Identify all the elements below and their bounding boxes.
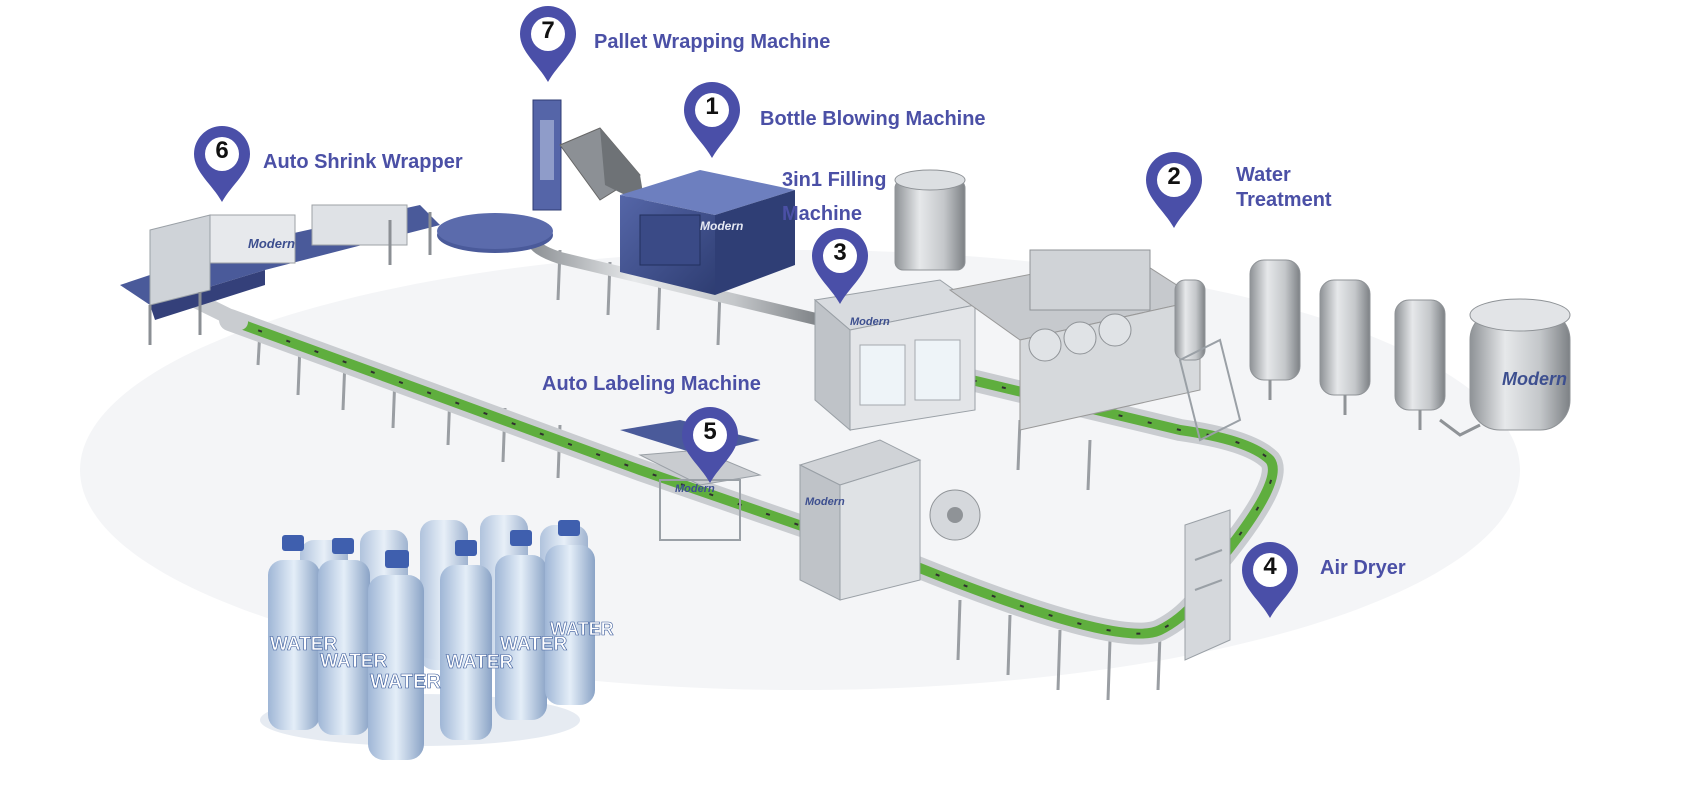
pin-number: 5 xyxy=(703,418,717,445)
pin-number: 3 xyxy=(833,239,847,266)
bottle-row-front xyxy=(268,545,595,760)
pin-number: 1 xyxy=(705,93,719,120)
svg-text:WATER: WATER xyxy=(270,634,337,655)
pin-number: 4 xyxy=(1263,553,1277,580)
bottle-labels: WATER WATER WATER WATER WATER WATER xyxy=(270,619,614,694)
label-water-treatment-line2: Treatment xyxy=(1236,189,1332,211)
pin-station-7: 7 xyxy=(518,4,578,84)
water-bottle-pack: WATER WATER WATER WATER WATER WATER xyxy=(260,515,614,760)
air-dryer-machine xyxy=(1184,509,1231,661)
label-pallet-wrapping-machine: Pallet Wrapping Machine xyxy=(594,31,831,53)
water-treatment-equipment: Modern xyxy=(948,249,1571,442)
brand-logo: Modern xyxy=(805,496,845,508)
label-water-treatment-line1: Water xyxy=(1236,164,1291,186)
pin-station-6: 6 xyxy=(192,124,252,204)
pin-number: 6 xyxy=(215,137,229,164)
label-air-dryer: Air Dryer xyxy=(1320,557,1406,579)
bottle-blowing-machine: Modern xyxy=(620,170,795,295)
brand-logo: Modern xyxy=(1502,369,1567,389)
pin-station-3: 3 xyxy=(810,226,870,306)
brand-logo: Modern xyxy=(700,219,743,233)
conveyor-bottles xyxy=(229,319,1274,635)
svg-text:WATER: WATER xyxy=(370,671,441,693)
label-filling-machine-line2: Machine xyxy=(782,203,863,225)
svg-text:WATER: WATER xyxy=(446,652,513,673)
pin-station-2: 2 xyxy=(1144,150,1204,230)
svg-text:WATER: WATER xyxy=(320,651,387,672)
pin-number: 7 xyxy=(541,17,555,44)
pallet-wrapping-machine xyxy=(437,99,645,253)
label-auto-shrink-wrapper: Auto Shrink Wrapper xyxy=(263,151,463,173)
shrink-wrapper-machine: Modern xyxy=(120,204,440,345)
bottle-caps xyxy=(282,520,580,568)
brand-logo: Modern xyxy=(850,316,890,328)
brand-logo: Modern xyxy=(248,236,295,251)
pin-station-5: 5 xyxy=(680,405,740,485)
brand-logo: Modern xyxy=(675,483,715,495)
label-filling-machine-line1: 3in1 Filling xyxy=(782,169,887,191)
filling-machine: Modern xyxy=(813,169,977,432)
pin-station-1: 1 xyxy=(682,80,742,160)
pin-station-4: 4 xyxy=(1240,540,1300,620)
label-bottle-blowing-machine: Bottle Blowing Machine xyxy=(760,108,986,130)
label-auto-labeling-machine: Auto Labeling Machine xyxy=(542,373,761,395)
svg-text:WATER: WATER xyxy=(550,619,614,639)
svg-text:WATER: WATER xyxy=(500,634,567,655)
pin-number: 2 xyxy=(1167,163,1181,190)
